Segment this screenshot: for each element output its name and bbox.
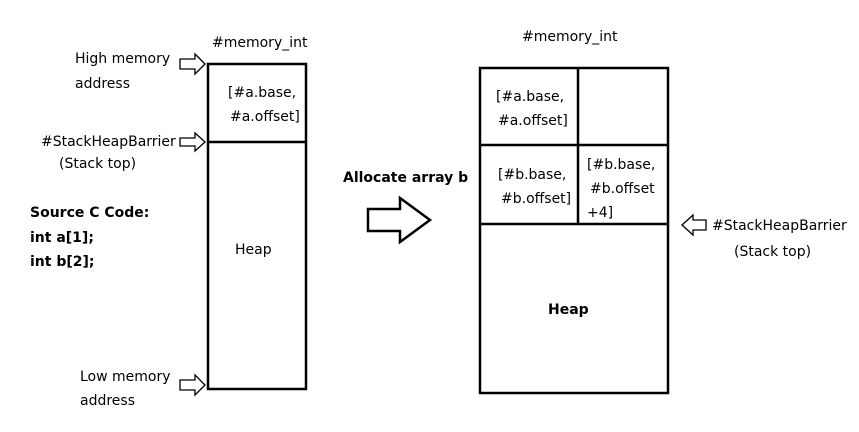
high-memory-label: High memory	[75, 51, 171, 67]
right-cell-a-line1: [#a.base,	[496, 89, 565, 105]
right-heap-label: Heap	[548, 302, 589, 318]
left-heap-label: Heap	[235, 242, 272, 258]
left-barrier-label: #StackHeapBarrier	[41, 134, 176, 150]
source-code-line-1: int a[1];	[30, 230, 94, 246]
right-cell-b2-line1: [#b.base,	[587, 157, 656, 173]
right-cell-a-line2: #a.offset]	[498, 113, 568, 129]
source-code-title: Source C Code:	[30, 205, 150, 221]
left-memory-box	[206, 62, 308, 391]
right-memory-title: #memory_int	[522, 29, 618, 45]
left-cell-a-line1: [#a.base,	[228, 85, 297, 101]
right-cell-b2-line2: #b.offset	[590, 181, 655, 197]
right-stack-top-label: (Stack top)	[734, 244, 812, 260]
right-cell-b2-line3: +4]	[587, 205, 614, 221]
right-cell-b1-line2: #b.offset]	[501, 191, 572, 207]
left-cell-a-line2: #a.offset]	[230, 109, 300, 125]
low-memory-address-label: address	[80, 393, 136, 409]
right-barrier-label: #StackHeapBarrier	[712, 218, 847, 234]
source-code-line-2: int b[2];	[30, 254, 95, 270]
left-memory-title: #memory_int	[212, 35, 308, 51]
low-memory-arrow-icon	[179, 373, 206, 397]
stack-barrier-arrow-icon	[179, 131, 206, 153]
allocate-arrow-icon	[366, 195, 433, 245]
low-memory-label: Low memory	[80, 369, 171, 385]
high-memory-arrow-icon	[179, 52, 206, 76]
high-memory-address-label: address	[75, 76, 131, 92]
left-stack-top-label: (Stack top)	[59, 156, 137, 172]
allocate-label: Allocate array b	[343, 170, 469, 186]
right-memory-box	[478, 66, 670, 395]
right-cell-b1-line1: [#b.base,	[498, 167, 567, 183]
right-stack-barrier-arrow-icon	[681, 213, 707, 237]
